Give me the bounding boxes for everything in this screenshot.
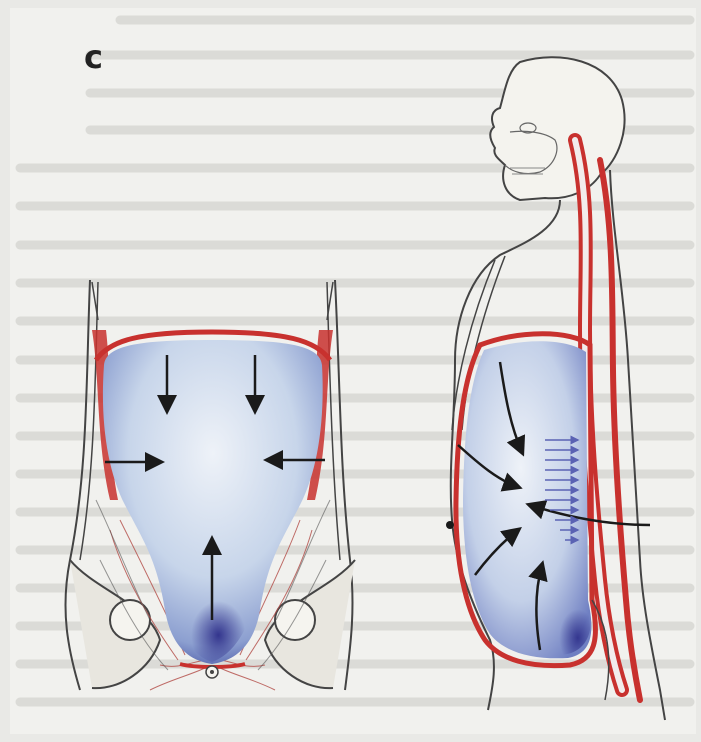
navel-dot xyxy=(446,521,454,529)
front-view xyxy=(65,280,355,690)
side-view xyxy=(446,57,665,720)
